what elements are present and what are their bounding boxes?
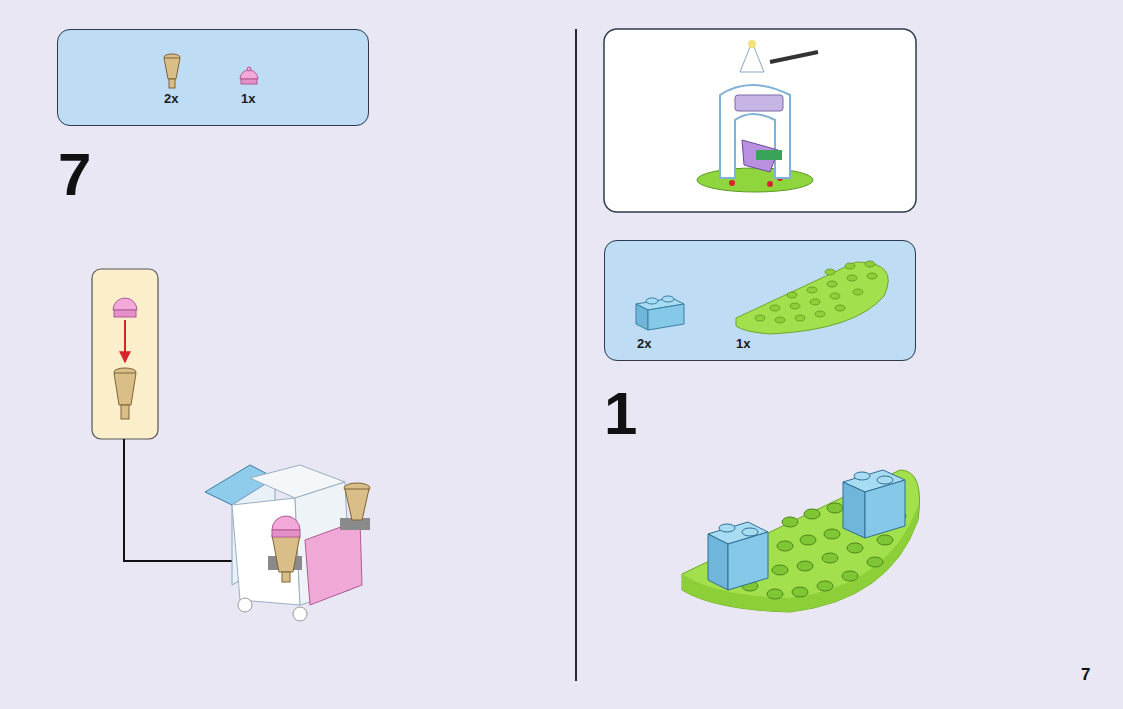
quantity-label: 2x [637,336,651,351]
quantity-label: 2x [164,91,178,106]
quantity-label: 1x [736,336,750,351]
step-number: 7 [58,145,91,205]
quantity-label: 1x [241,91,255,106]
parts-list-box: 2x 1x [604,240,916,361]
step-number: 1 [604,384,637,444]
parts-list-box: 2x 1x [57,29,369,126]
page-number: 7 [1081,666,1090,683]
